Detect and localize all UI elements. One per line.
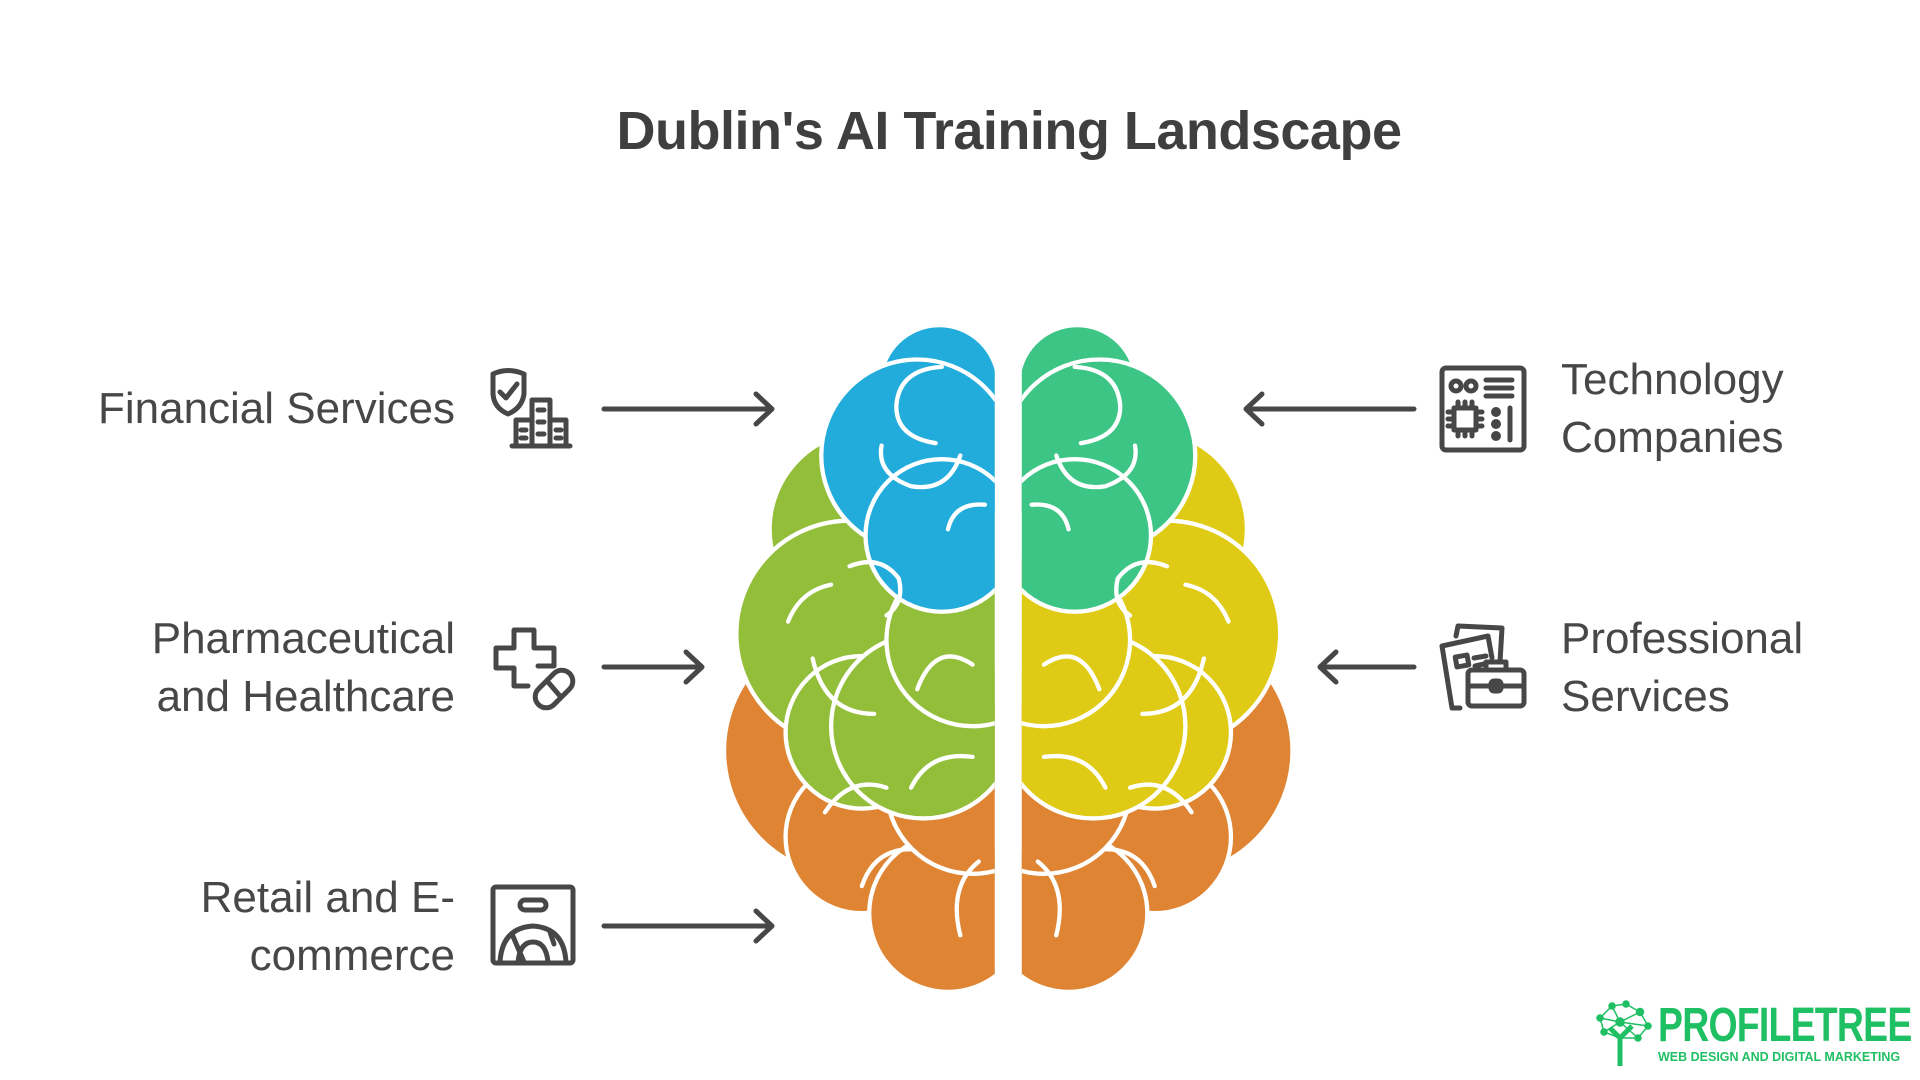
label-line: commerce (249, 931, 455, 980)
brain-fold (1140, 656, 1207, 717)
arrow-retail-ecommerce (601, 908, 775, 944)
brain-fold (915, 654, 975, 692)
label-financial-services: Financial Services (98, 380, 455, 438)
brain-fold (1114, 560, 1170, 618)
brain-fold (1029, 502, 1071, 532)
label-professional-services: Professional Services (1561, 610, 1803, 726)
brain-fold (945, 502, 988, 532)
arrow-financial-services (601, 391, 775, 427)
brain-fold (1035, 859, 1062, 938)
brain-fold (1127, 782, 1194, 815)
logo-name: PROFILETREE (1658, 999, 1912, 1052)
brain-fold (908, 753, 975, 790)
documents-briefcase-icon (1439, 623, 1527, 711)
page-title: Dublin's AI Training Landscape (616, 101, 1402, 161)
brain-fold (785, 582, 834, 624)
brain-fold (894, 364, 944, 446)
brain-fold (1054, 443, 1138, 490)
label-line: Pharmaceutical (151, 614, 455, 663)
left-top-lobe (863, 457, 995, 614)
label-pharmaceutical-healthcare: Pharmaceutical and Healthcare (152, 610, 455, 726)
brain-fold (822, 782, 889, 815)
medical-cross-pill-icon (493, 627, 576, 711)
label-retail-ecommerce: Retail and E- commerce (201, 869, 455, 985)
brain-fold (1041, 654, 1102, 692)
label-line: Technology (1561, 355, 1784, 404)
arrow-professional-services (1317, 649, 1417, 685)
brain-fold (1072, 364, 1123, 446)
label-line: and Healthcare (156, 672, 455, 721)
brain-fold (859, 847, 914, 889)
brain-right-hemisphere (1021, 322, 1295, 995)
arrow-pharmaceutical-healthcare (601, 649, 705, 685)
brain-fold (810, 656, 877, 717)
label-technology-companies: Technology Companies (1561, 351, 1784, 467)
brain-fold (1103, 847, 1157, 889)
label-line: Services (1561, 672, 1730, 721)
label-line: Financial Services (97, 384, 455, 433)
brain-fold (1183, 582, 1231, 624)
right-top-lobe (1021, 457, 1154, 614)
profiletree-logo: PROFILETREE WEB DESIGN AND DIGITAL MARKE… (1592, 998, 1912, 1068)
brain-fold (878, 443, 963, 490)
brain-fold (1041, 753, 1108, 790)
shopping-bag-icon (490, 884, 576, 966)
tree-network-icon (1596, 1000, 1652, 1066)
circuit-board-icon (1439, 365, 1527, 453)
brain-fold (954, 859, 981, 938)
label-line: Professional (1561, 614, 1804, 663)
label-line: Retail and E- (200, 873, 455, 922)
brain-fold (847, 560, 903, 618)
arrow-technology-companies (1243, 391, 1417, 427)
logo-tagline: WEB DESIGN AND DIGITAL MARKETING (1658, 1050, 1901, 1064)
brain-left-hemisphere (721, 322, 995, 995)
label-line: Companies (1561, 413, 1784, 462)
brain-diagram (721, 322, 1295, 995)
shield-check-buildings-icon (490, 368, 573, 449)
